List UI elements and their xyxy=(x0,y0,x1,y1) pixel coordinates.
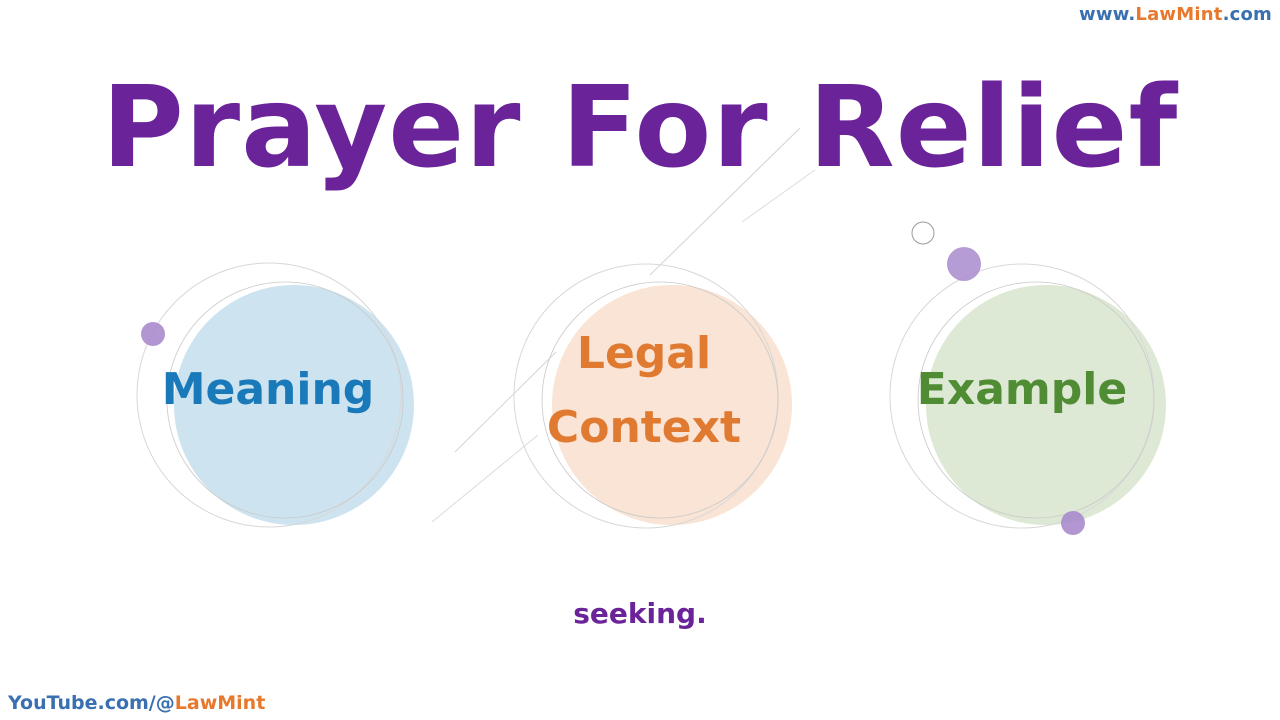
website-url[interactable]: www.LawMint.com xyxy=(1079,4,1272,25)
topic-legal-context[interactable]: Legal Context xyxy=(512,326,776,456)
accent-dot xyxy=(1061,511,1085,535)
topic-example-label: Example xyxy=(916,364,1128,415)
topic-legal-context-line-2: Context xyxy=(546,402,742,453)
topic-meaning-label: Meaning xyxy=(161,364,375,415)
topic-legal-context-line-1: Legal xyxy=(576,328,712,379)
page-title: Prayer For Relief xyxy=(101,63,1179,193)
topic-meaning[interactable]: Meaning xyxy=(136,362,400,418)
accent-dot xyxy=(947,247,981,281)
channel-name: LawMint xyxy=(174,692,266,714)
topic-example[interactable]: Example xyxy=(890,362,1154,418)
youtube-channel[interactable]: YouTube.com/@LawMint xyxy=(8,692,265,714)
accent-ring xyxy=(911,221,935,245)
channel-prefix: YouTube.com/@ xyxy=(8,692,175,714)
website-suffix: .com xyxy=(1222,4,1272,25)
website-name: LawMint xyxy=(1135,4,1223,25)
subtitle-caption: seeking. xyxy=(573,597,707,630)
website-prefix: www. xyxy=(1079,4,1136,25)
accent-dot xyxy=(141,322,165,346)
